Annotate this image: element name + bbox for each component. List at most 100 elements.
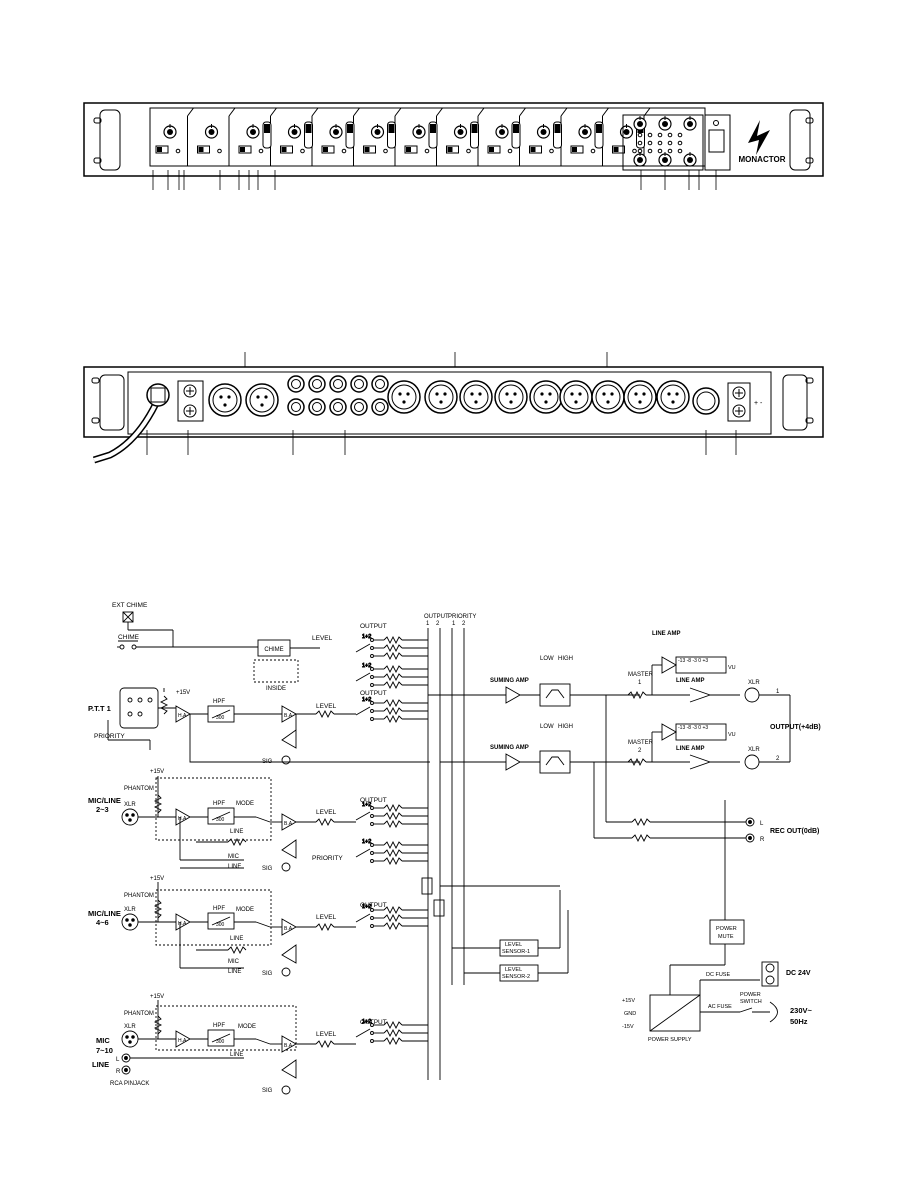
- inside-label: INSIDE: [266, 686, 286, 692]
- out-1-num: 1: [776, 689, 780, 695]
- output-46: OUTPUT: [360, 902, 387, 909]
- ext-chime-label: EXT CHIME: [112, 602, 148, 609]
- xlr-out-1-label: XLR: [748, 680, 760, 686]
- level-710: LEVEL: [316, 1031, 337, 1038]
- xlr-46-label: XLR: [124, 907, 136, 913]
- xlr-input-jack[interactable]: [245, 383, 279, 417]
- signal-led: [507, 148, 513, 154]
- level-23: LEVEL: [316, 809, 337, 816]
- sig-46: SIG: [262, 971, 273, 977]
- xlr-jack[interactable]: [494, 380, 528, 414]
- rca-jack[interactable]: [371, 375, 389, 393]
- plus15v-ptt: +15V: [176, 690, 190, 696]
- xlr-out-2-label: XLR: [748, 747, 760, 753]
- ptt-connector: [119, 687, 159, 729]
- mic-line-23-label: MIC/LINE: [88, 796, 121, 805]
- plus15v-46: +15V: [150, 876, 164, 882]
- xlr-input-jack[interactable]: [208, 383, 242, 417]
- line-23b: LINE: [228, 864, 241, 870]
- vu-led: [677, 148, 683, 154]
- output-select-label: 1+2: [362, 697, 371, 703]
- ha-ptt: H.A: [178, 713, 187, 719]
- mic-23: MIC: [228, 854, 240, 860]
- xlr-jack[interactable]: [656, 380, 690, 414]
- power-switch-2: SWITCH: [740, 999, 762, 1005]
- channel-strip: [404, 107, 443, 166]
- output-switch-network: 1+2: [355, 697, 428, 723]
- rca-l-label: L: [116, 1057, 120, 1063]
- out-2-num: 2: [776, 756, 780, 762]
- ptt-label: P.T.T 1: [88, 704, 111, 713]
- bus-lines: [427, 628, 465, 1080]
- xlr-jack[interactable]: [623, 380, 657, 414]
- rca-jack[interactable]: [308, 398, 326, 416]
- rca-jack[interactable]: [350, 375, 368, 393]
- psu-minus15: -15V: [622, 1024, 634, 1030]
- rear-panel: + -: [83, 352, 824, 464]
- line-amp-1: LINE AMP: [676, 678, 704, 684]
- line-46b: LINE: [228, 969, 241, 975]
- xlr-jack[interactable]: [387, 380, 421, 414]
- output-710: OUTPUT: [360, 1019, 387, 1026]
- ha-710: H.A: [178, 1038, 187, 1044]
- xlr-jack[interactable]: [459, 380, 493, 414]
- ba-23: B.A: [284, 821, 293, 827]
- xlr-46: [121, 913, 139, 931]
- hpf-value-710: 300: [216, 1039, 225, 1045]
- output-switch-network: 1+2: [355, 839, 428, 865]
- vu-led: [647, 148, 653, 154]
- line-amp-vu: LINE AMP: [652, 631, 680, 637]
- brand-text: MONACTOR: [739, 155, 786, 164]
- master-2: MASTER: [628, 740, 654, 746]
- sig-ptt: SIG: [262, 759, 273, 765]
- output-select-label: 1+2: [362, 839, 371, 845]
- signal-led: [466, 148, 471, 154]
- channel-strip: [529, 107, 568, 166]
- xlr-710-label: XLR: [124, 1024, 136, 1030]
- vu-led: [647, 132, 653, 138]
- master-1: MASTER: [628, 672, 654, 678]
- chime-box-label: CHIME: [264, 647, 283, 653]
- vu-2: VU: [728, 732, 736, 738]
- dc-24v-label: DC 24V: [786, 970, 811, 977]
- rca-jack[interactable]: [287, 398, 305, 416]
- output-select-label: 1+2: [362, 634, 371, 640]
- rca-jack[interactable]: [287, 375, 305, 393]
- mains-2: 50Hz: [790, 1017, 808, 1026]
- level-sensor-2a: LEVEL: [505, 967, 522, 973]
- level-sensor-1b: SENSOR-1: [502, 949, 530, 955]
- power-supply-label: POWER SUPPLY: [648, 1037, 692, 1043]
- rca-jack[interactable]: [308, 375, 326, 393]
- vu-1: VU: [728, 665, 736, 671]
- suming-amp-1: SUMING AMP: [490, 678, 529, 684]
- mic-line-23-sub: 2~3: [96, 805, 109, 814]
- channel-strip: [446, 107, 485, 166]
- vu-scale-1: -13 -8 -3 0 +3: [678, 658, 708, 664]
- ac-fuse-label: AC FUSE: [708, 1004, 732, 1010]
- high-2: HIGH: [558, 724, 573, 730]
- xlr-23: [121, 808, 139, 826]
- rca-jack[interactable]: [329, 398, 347, 416]
- xlr-710: [121, 1030, 139, 1048]
- signal-led: [424, 148, 430, 154]
- output-23: OUTPUT: [360, 797, 387, 804]
- xlr-jack[interactable]: [424, 380, 458, 414]
- vu-led: [677, 140, 683, 146]
- plus15v-710: +15V: [150, 994, 164, 1000]
- rca-jack[interactable]: [329, 375, 347, 393]
- sig-23: SIG: [262, 866, 273, 872]
- xlr-23-label: XLR: [124, 802, 136, 808]
- mic-line-46-sub: 4~6: [96, 918, 109, 927]
- output-bus-nums: 1 2: [426, 621, 440, 627]
- chime-select: [253, 659, 299, 683]
- rca-jack[interactable]: [350, 398, 368, 416]
- sig-710: SIG: [262, 1088, 273, 1094]
- xlr-jack[interactable]: [529, 380, 563, 414]
- mic-710-label: MIC: [96, 1036, 110, 1045]
- ba-46: B.A: [284, 926, 293, 932]
- xlr-jack[interactable]: [591, 380, 625, 414]
- channel-strip: [363, 107, 402, 166]
- rca-jack[interactable]: [371, 398, 389, 416]
- phantom-46: PHANTOM: [124, 893, 154, 899]
- xlr-jack[interactable]: [559, 380, 593, 414]
